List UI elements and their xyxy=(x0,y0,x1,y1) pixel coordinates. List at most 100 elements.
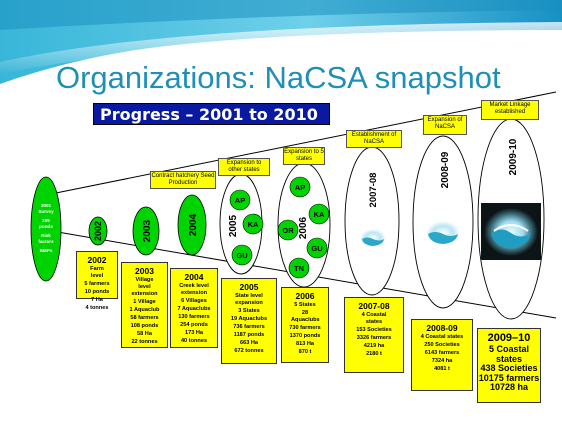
data-box-year: 2006 xyxy=(295,291,315,301)
data-box-line: 736 farmers xyxy=(233,324,265,330)
phase-2001-line: 2001 xyxy=(41,203,52,208)
data-box-line: 19 Aquaclubs xyxy=(230,316,268,322)
data-box-line: 10175 farmers xyxy=(478,372,540,383)
phase-2004: 2004 xyxy=(177,194,207,256)
badge-ap: AP xyxy=(295,183,305,192)
data-box-2005: 2005 State level expansion 3 States 19 A… xyxy=(221,278,277,364)
data-box-year: 2007-08 xyxy=(358,301,390,311)
phase-2001-line: BMPs xyxy=(40,248,53,253)
data-box-line: 1 Village xyxy=(133,299,156,305)
data-box-line: 130 farmers xyxy=(178,314,210,320)
callout-establishment-nacsa: Establishment of NaCSA xyxy=(346,130,402,148)
data-box-2004: 2004 Creek level extension 6 Villages 7 … xyxy=(170,268,218,348)
data-box-line: 1 Aquaclub xyxy=(129,307,160,313)
data-box-line: 4 Coastal states xyxy=(420,334,464,340)
progress-banner: Progress – 2001 to 2010 xyxy=(93,103,330,125)
data-box-line: 7324 ha xyxy=(431,358,453,364)
data-box-line: 58 Ha xyxy=(137,331,152,337)
phase-2004-year: 2004 xyxy=(188,213,199,236)
data-box-line: 813 Ha xyxy=(295,341,315,347)
data-box-line: 173 Ha xyxy=(184,330,204,336)
data-box-line: 58 farmers xyxy=(130,315,159,321)
data-box-line: 153 Societies xyxy=(356,327,392,333)
data-box-line: 22 tonnes xyxy=(131,339,158,345)
phase-2001-line: Risk xyxy=(41,233,51,238)
data-box-line: 28 Aquaclubs xyxy=(291,310,320,323)
badge-ka: KA xyxy=(248,220,259,229)
phase-2008-09-year: 2008-09 xyxy=(440,151,451,188)
header-decoration xyxy=(0,0,562,84)
data-box-line: 1187 ponds xyxy=(233,332,265,338)
data-box-line: 254 ponds xyxy=(180,322,208,328)
data-box-line: 870 t xyxy=(298,349,312,355)
data-box-line: 2180 t xyxy=(366,351,382,357)
callout-expansion-5-states: Expansion to 5 states xyxy=(283,147,325,165)
slide-title: Organizations: NaCSA snapshot xyxy=(56,60,501,95)
callout-market-linkage: Market Linkage established xyxy=(481,100,539,120)
callout-expansion-other-states: Expansion to other states xyxy=(218,158,270,176)
data-box-line: 40 tonnes xyxy=(180,338,208,344)
phase-2009-10-year: 2009-10 xyxy=(508,138,519,175)
phase-2001-line: Survey xyxy=(38,209,54,214)
data-box-line: Village level extension xyxy=(131,277,158,297)
data-box-line: 10728 ha xyxy=(489,382,529,392)
phase-2006-year: 2006 xyxy=(298,216,309,239)
badge-gu: GU xyxy=(236,251,247,260)
nacsa-logo-icon xyxy=(484,208,538,256)
data-box-line: 4081 t xyxy=(434,366,450,372)
data-box-year: 2009–10 xyxy=(487,332,531,344)
phase-2007-08-year: 2007-08 xyxy=(368,173,379,208)
data-box-line: State level expansion xyxy=(235,293,263,306)
phase-2008-09: 2008-09 xyxy=(412,135,474,309)
data-box-line: 3 States xyxy=(238,308,260,314)
badge-tn: TN xyxy=(294,264,304,273)
phase-2005: 2005 AP KA GU xyxy=(219,173,264,275)
badge-ka: KA xyxy=(314,210,325,219)
data-box-line: 108 ponds xyxy=(130,323,159,329)
data-box-year: 2002 xyxy=(87,255,107,265)
data-box-line: 250 Societies xyxy=(424,342,460,348)
data-box-line: 4 tonnes xyxy=(85,305,109,311)
data-box-2006: 2006 5 States 28 Aquaclubs 730 farmers 1… xyxy=(281,287,329,363)
data-box-year: 2008-09 xyxy=(426,323,458,333)
data-box-line: 3326 farmers xyxy=(356,335,392,341)
badge-or: OR xyxy=(282,226,294,235)
phase-2005-year: 2005 xyxy=(228,214,239,237)
phase-2002-year: 2002 xyxy=(93,221,103,241)
data-box-line: 4 Coastal states xyxy=(361,312,387,325)
data-box-line: 5 farmers xyxy=(84,281,110,287)
data-box-line: 438 Societies xyxy=(480,363,538,373)
phase-2003-year: 2003 xyxy=(142,219,153,242)
data-box-line: 730 farmers xyxy=(289,325,321,331)
callout-contract-hatchery: Contract hatchery Seed Production xyxy=(150,171,216,189)
phase-2007-08: 2007-08 xyxy=(344,146,400,296)
data-box-line: 7 Aquaclubs xyxy=(177,306,211,312)
data-box-line: 663 Ha xyxy=(239,340,259,346)
phase-2001: 2001 Survey 265 ponds Risk factors BMPs xyxy=(30,176,62,282)
funnel-top-line xyxy=(45,91,557,196)
phase-2003: 2003 xyxy=(132,206,160,256)
phase-2001-line: ponds xyxy=(39,224,53,229)
data-box-line: 6 Villages xyxy=(181,298,207,304)
data-box-line: Creek level extension xyxy=(179,283,209,296)
data-box-line: 4219 ha xyxy=(363,343,385,349)
phase-2001-line: factors xyxy=(38,239,54,244)
data-box-line: Farm level xyxy=(90,266,104,279)
data-box-line: 5 Coastal states xyxy=(488,344,530,364)
data-box-2009-10: 2009–10 5 Coastal states 438 Societies 1… xyxy=(477,328,541,403)
data-box-year: 2003 xyxy=(135,266,154,276)
data-box-year: 2004 xyxy=(184,272,204,282)
phase-2002: 2002 xyxy=(88,216,108,246)
data-box-2008-09: 2008-09 4 Coastal states 250 Societies 6… xyxy=(411,319,473,391)
data-box-line: 7 Ha xyxy=(91,297,103,303)
phase-2009-10: 2009-10 xyxy=(477,118,545,320)
data-box-line: 672 tonnes xyxy=(234,348,264,354)
data-box-line: 6143 farmers xyxy=(424,350,460,356)
callout-expansion-nacsa: Expansion of NaCSA xyxy=(423,115,467,135)
data-box-year: 2005 xyxy=(239,282,259,292)
badge-gu: GU xyxy=(311,244,322,253)
data-box-2003: 2003 Village level extension 1 Village 1… xyxy=(121,262,168,348)
data-box-2007-08: 2007-08 4 Coastal states 153 Societies 3… xyxy=(344,297,404,373)
